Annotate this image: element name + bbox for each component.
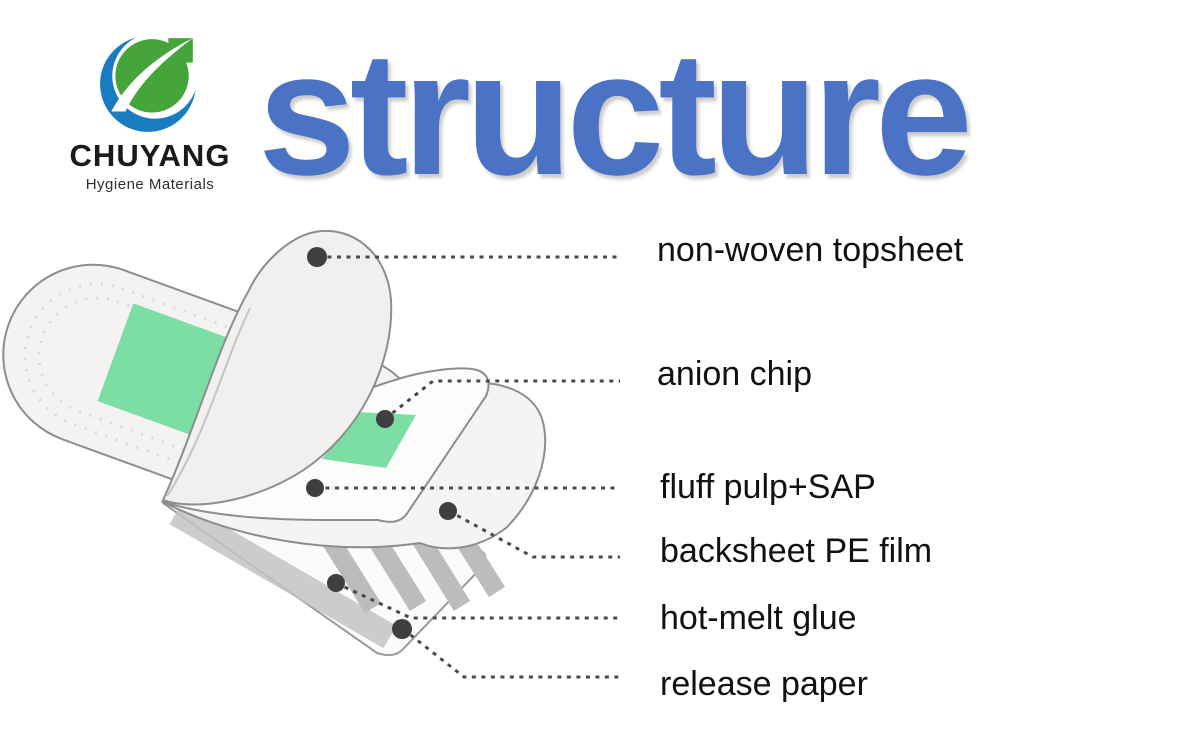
company-name: CHUYANG bbox=[69, 138, 231, 173]
leader-line-release-paper bbox=[402, 627, 620, 679]
callout-dot-topsheet bbox=[307, 247, 327, 267]
company-logo-icon bbox=[100, 33, 198, 132]
leader-line-anion-chip bbox=[384, 379, 620, 421]
leader-line-hot-melt bbox=[335, 581, 620, 620]
callout-dot-fluff-pulp bbox=[306, 479, 324, 497]
callout-dot-release-paper bbox=[392, 619, 412, 639]
label-anion-chip: anion chip bbox=[657, 355, 813, 393]
page-title: structure bbox=[258, 16, 973, 212]
leader-line-backsheet bbox=[448, 509, 620, 559]
label-non-woven-topsheet: non-woven topsheet bbox=[657, 231, 964, 269]
label-hot-melt-glue: hot-melt glue bbox=[660, 599, 857, 637]
peeled-topsheet bbox=[161, 229, 393, 506]
glue-band bbox=[169, 501, 397, 649]
topsheet-fold-line bbox=[166, 307, 251, 497]
callout-dots bbox=[306, 247, 457, 639]
label-release-paper: release paper bbox=[660, 665, 868, 703]
leader-lines bbox=[316, 255, 620, 679]
company-tagline: Hygiene Materials bbox=[85, 176, 215, 193]
callout-dot-anion-chip bbox=[376, 410, 394, 428]
callout-dot-hot-melt bbox=[327, 574, 345, 592]
anion-chip-patch bbox=[322, 412, 416, 468]
callout-dot-backsheet bbox=[439, 502, 457, 520]
label-fluff-pulp-sap: fluff pulp+SAP bbox=[660, 468, 876, 506]
leaf-vein-icon bbox=[111, 38, 193, 112]
label-backsheet-pe-film: backsheet PE film bbox=[660, 532, 933, 570]
